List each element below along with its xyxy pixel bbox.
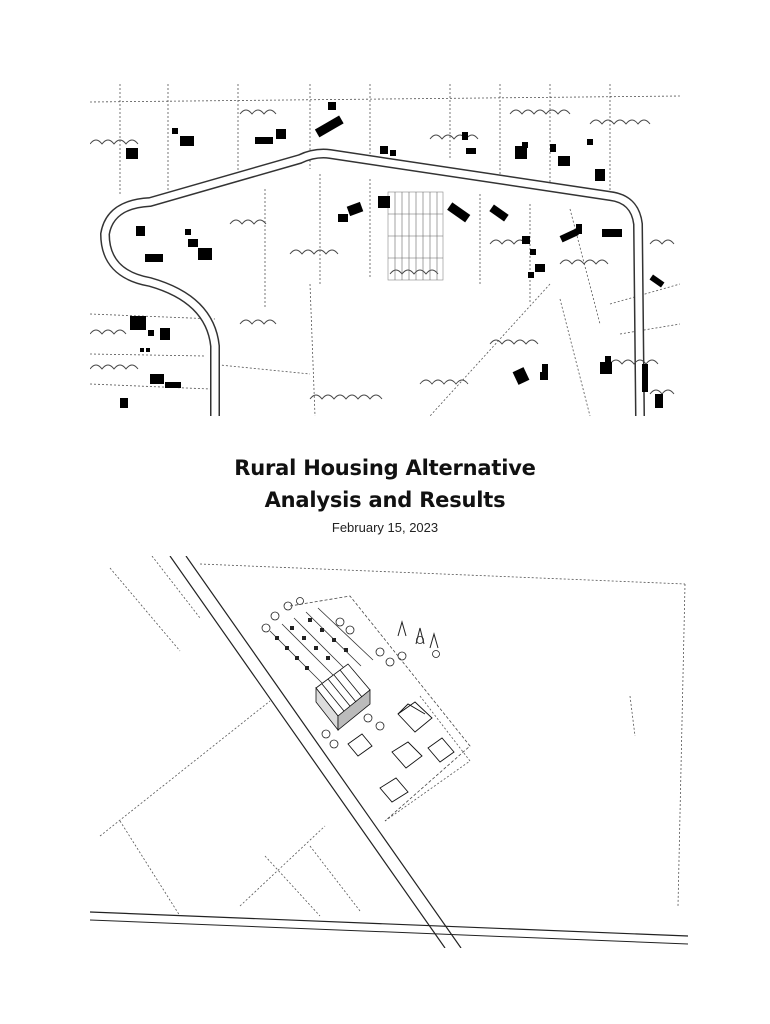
site-plan-illustration	[90, 84, 680, 416]
document-date: February 15, 2023	[331, 520, 439, 535]
document-title-line-2: Analysis and Results	[264, 488, 506, 512]
cover-title-block: Rural Housing Alternative Analysis and R…	[0, 452, 770, 535]
document-title-line-1: Rural Housing Alternative	[234, 456, 536, 480]
aerial-perspective-illustration	[90, 556, 688, 948]
